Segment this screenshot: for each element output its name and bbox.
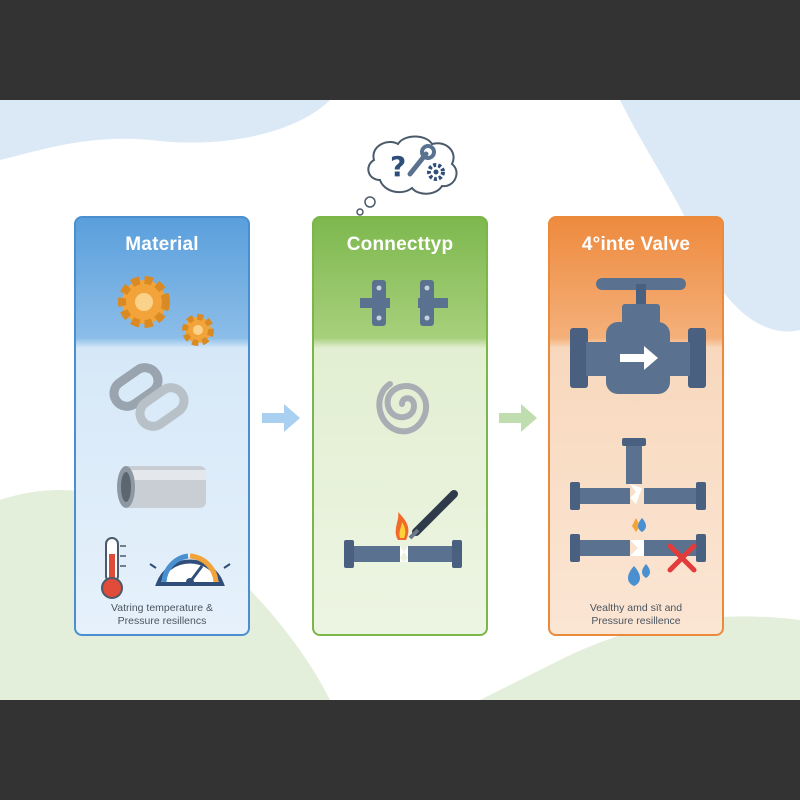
- panel-caption-material: Vatring temperature & Pressure resillenc…: [80, 602, 244, 628]
- wrench-icon: [407, 144, 436, 177]
- thought-bubble: ?: [356, 135, 458, 216]
- spiral-gasket-icon: [376, 381, 430, 435]
- question-mark-icon: ?: [390, 150, 406, 183]
- caption-line: Vealthy amd sït and: [589, 602, 683, 614]
- material-panel: Material Vatring temperature & Pressure …: [74, 216, 250, 636]
- flow-arrow-right-icon: [499, 404, 537, 432]
- chain-link-icon: [109, 363, 189, 431]
- caption-line: Pressure resillence: [591, 615, 681, 627]
- diagram-canvas: ?: [0, 100, 800, 700]
- pipe-icon: [117, 466, 206, 508]
- pressure-gauge-icon: [149, 553, 231, 586]
- panel-title-connection: Connecttyp: [346, 234, 454, 255]
- valve-illustration: [570, 278, 706, 586]
- svg-text:?: ?: [390, 150, 406, 183]
- leak-drop-icon: [628, 518, 650, 586]
- gear-icon: [427, 163, 445, 181]
- gate-valve-icon: [570, 278, 706, 394]
- panel-caption-valve: Vealthy amd sït and Pressure resillence: [554, 602, 718, 628]
- connection-illustration: [344, 280, 462, 568]
- thermometer-icon: [101, 537, 126, 599]
- flange-icon: [360, 280, 448, 326]
- material-illustration: [101, 276, 231, 599]
- flow-arrow-right-icon: [262, 404, 300, 432]
- caption-line: Vatring temperature &: [111, 602, 213, 614]
- gears-icon: [118, 276, 214, 346]
- broken-pipe-icon: [570, 438, 706, 562]
- connection-type-panel: Connecttyp: [312, 216, 488, 636]
- welding-torch-icon: [344, 490, 462, 568]
- caption-line: Pressure resillencs: [117, 615, 207, 627]
- panel-title-material: Material: [125, 234, 199, 255]
- red-x-icon: [667, 543, 697, 573]
- panel-title-valve: 4°inte Valve: [581, 234, 691, 255]
- valve-panel: 4°inte Valve Vealthy amd sït and Pressur…: [548, 216, 724, 636]
